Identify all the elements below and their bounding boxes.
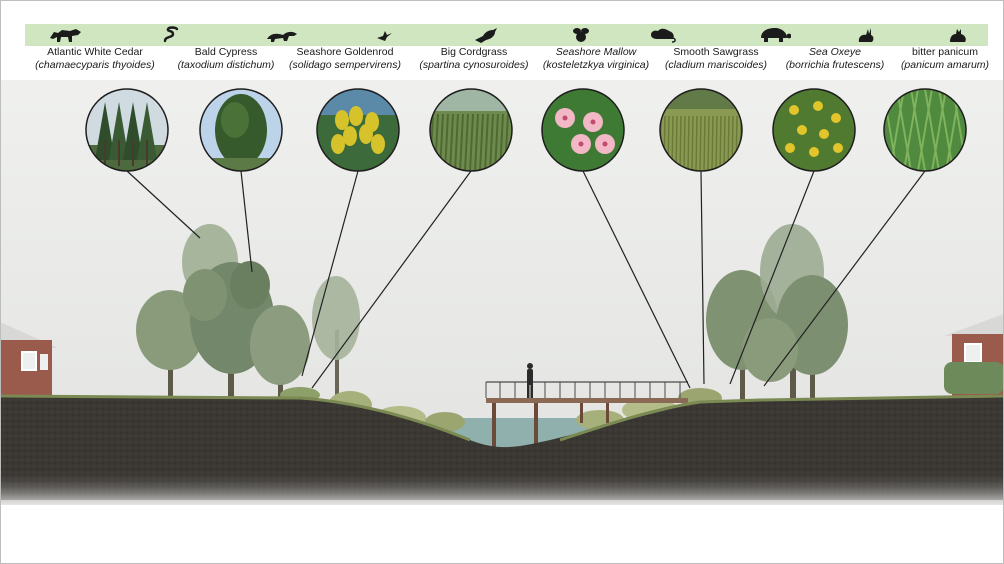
- leader-line: [311, 170, 472, 389]
- common-name: Bald Cypress: [194, 46, 258, 58]
- bee-icon: [561, 24, 601, 46]
- tree-group-right: [706, 224, 848, 400]
- soil-fade: [0, 470, 1004, 510]
- leader-line: [582, 170, 691, 389]
- common-name: Atlantic White Cedar: [47, 46, 143, 58]
- leader-line: [763, 170, 926, 387]
- mouse-icon: [643, 24, 683, 46]
- leader-line: [240, 170, 253, 273]
- common-name: bitter panicum: [912, 46, 978, 58]
- common-name: Big Cordgrass: [440, 46, 508, 58]
- house-right: [944, 314, 1004, 396]
- common-name: Seashore Mallow: [555, 46, 637, 58]
- snake-icon: [152, 24, 192, 46]
- leader-line: [126, 170, 201, 239]
- species-label: Seashore Mallow(kosteletzkya virginica): [531, 46, 661, 72]
- dock: [485, 363, 688, 449]
- plant-photo: [541, 88, 625, 172]
- plant-photo: [659, 88, 743, 172]
- bird-icon: [466, 24, 506, 46]
- scientific-name: (taxodium distichum): [177, 59, 275, 71]
- leader-line: [301, 170, 359, 377]
- person: [527, 363, 533, 369]
- species-label: Sea Oxeye(borrichia frutescens): [770, 46, 900, 72]
- scientific-name: (borrichia frutescens): [785, 59, 885, 71]
- plant-photo: [429, 88, 513, 172]
- plant-photo: [85, 88, 169, 172]
- soil-fade-bottom: [0, 505, 1004, 564]
- raccoon-icon: [45, 24, 85, 46]
- mink-icon: [262, 24, 302, 46]
- plant-photo: [772, 88, 856, 172]
- leader-line: [729, 170, 815, 385]
- species-label: Smooth Sawgrass(cladium mariscoides): [651, 46, 781, 72]
- hummingbird-icon: [364, 24, 404, 46]
- common-name: Seashore Goldenrod: [296, 46, 394, 58]
- species-label: Bald Cypress(taxodium distichum): [161, 46, 291, 72]
- turtle-icon: [753, 24, 793, 46]
- rabbit-icon: [846, 24, 886, 46]
- scientific-name: (spartina cynosuroides): [419, 59, 529, 71]
- species-label: bitter panicum(panicum amarum): [880, 46, 1004, 72]
- leader-line: [700, 170, 705, 385]
- scientific-name: (panicum amarum): [900, 59, 990, 71]
- house-left: [0, 322, 58, 396]
- scientific-name: (kosteletzkya virginica): [542, 59, 650, 71]
- common-name: Sea Oxeye: [809, 46, 861, 58]
- ground-line: [0, 394, 1004, 442]
- plant-photo: [316, 88, 400, 172]
- fox-icon: [938, 24, 978, 46]
- species-label: Big Cordgrass(spartina cynosuroides): [409, 46, 539, 72]
- scientific-name: (cladium mariscoides): [664, 59, 768, 71]
- species-label: Seashore Goldenrod(solidago sempervirens…: [280, 46, 410, 72]
- scientific-name: (solidago sempervirens): [288, 59, 402, 71]
- scientific-name: (chamaecyparis thyoides): [35, 59, 155, 71]
- species-label: Atlantic White Cedar(chamaecyparis thyoi…: [30, 46, 160, 72]
- common-name: Smooth Sawgrass: [673, 46, 759, 58]
- plant-photos: [85, 88, 967, 172]
- leader-lines: [126, 170, 926, 389]
- tree-group-left: [136, 224, 360, 402]
- habitat-band: [25, 24, 988, 46]
